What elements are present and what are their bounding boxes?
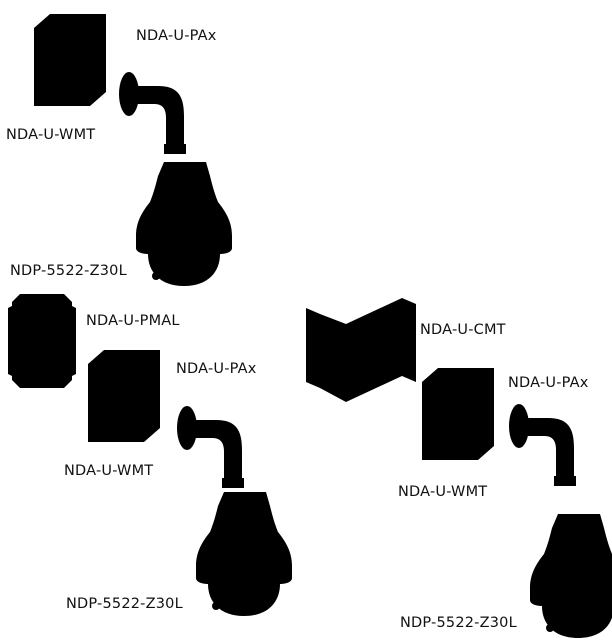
group-wall-mount	[34, 14, 232, 286]
label-corner-adapter: NDA-U-CMT	[420, 322, 506, 338]
pendant-arm-icon	[119, 72, 186, 154]
group-pole-mount	[8, 294, 292, 616]
wall-box-icon	[34, 14, 106, 106]
label-camera: NDP-5522-Z30L	[400, 615, 517, 631]
label-pendant-arm: NDA-U-PAx	[136, 28, 217, 44]
label-wall-box: NDA-U-WMT	[6, 127, 95, 143]
label-pendant-arm: NDA-U-PAx	[508, 375, 589, 391]
dome-camera-icon	[196, 492, 292, 616]
wall-box-icon	[422, 368, 494, 460]
label-pendant-arm: NDA-U-PAx	[176, 361, 257, 377]
label-camera: NDP-5522-Z30L	[66, 596, 183, 612]
pendant-arm-icon	[509, 404, 576, 486]
corner-adapter-icon	[306, 298, 416, 402]
pole-adapter-icon	[8, 294, 76, 388]
label-camera: NDP-5522-Z30L	[10, 263, 127, 279]
dome-camera-icon	[136, 162, 232, 286]
label-wall-box: NDA-U-WMT	[64, 463, 153, 479]
label-wall-box: NDA-U-WMT	[398, 484, 487, 500]
dome-camera-icon	[530, 514, 612, 638]
label-pole-adapter: NDA-U-PMAL	[86, 313, 180, 329]
group-corner-mount	[306, 298, 612, 638]
wall-box-icon	[88, 350, 160, 442]
pendant-arm-icon	[177, 406, 244, 488]
